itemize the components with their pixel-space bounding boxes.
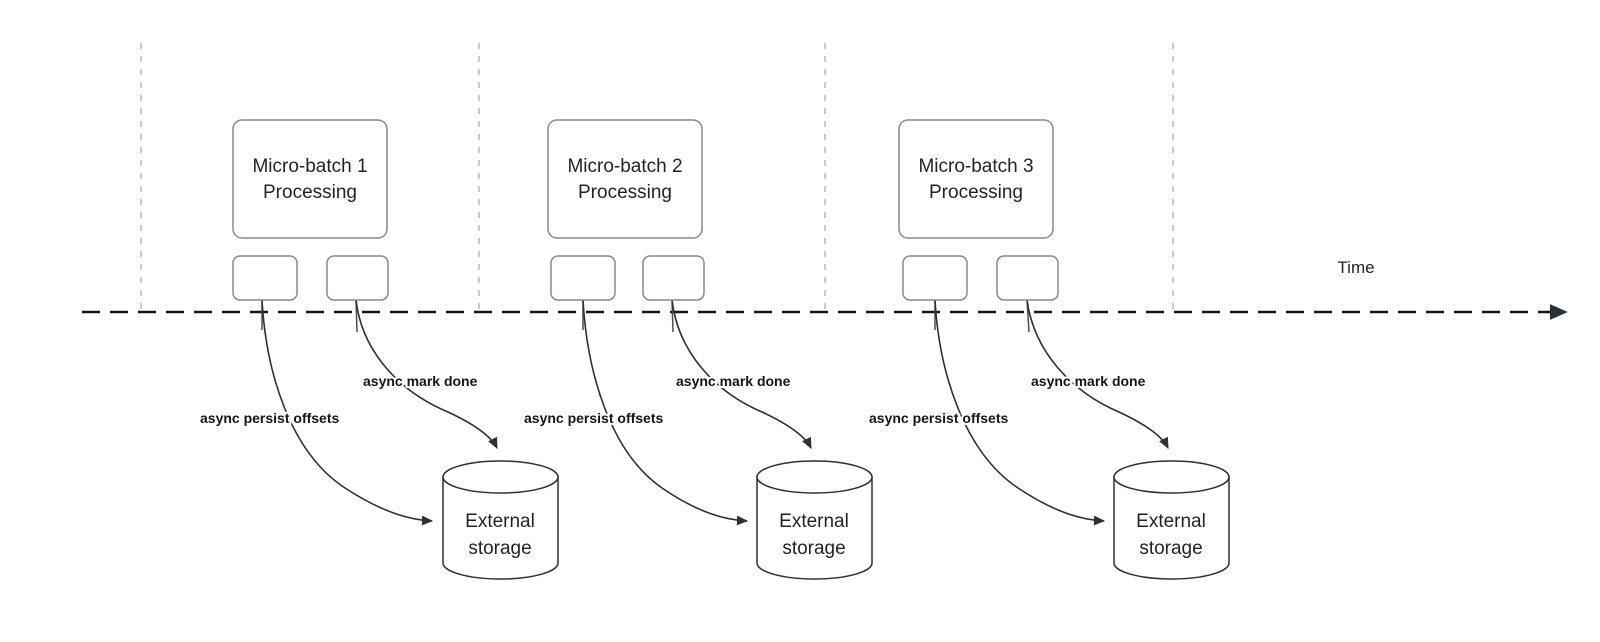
micro-batch-box-2-rect[interactable] <box>547 119 703 239</box>
task-box-3-left[interactable] <box>902 255 968 301</box>
edge-label-async-persist-offsets-2: async persist offsets <box>524 410 663 426</box>
external-storage-cylinder-3-body[interactable] <box>1113 476 1230 580</box>
external-storage-cylinder-3-top <box>1113 460 1230 494</box>
task-box-1-right[interactable] <box>326 255 389 301</box>
task-box-3-right[interactable] <box>996 255 1059 301</box>
edge-async-persist-offsets-3 <box>934 299 1106 526</box>
external-storage-cylinder-1-top <box>442 460 559 494</box>
micro-batch-box-1-rect[interactable] <box>232 119 388 239</box>
micro-batch-box-2-line2: Processing <box>578 182 672 203</box>
micro-batch-box-3-rect[interactable] <box>898 119 1054 239</box>
external-storage-cylinder-1-body[interactable] <box>442 476 559 580</box>
micro-batch-box-1[interactable]: Micro-batch 1 Processing <box>232 119 388 239</box>
external-storage-2-line1: External <box>779 511 849 532</box>
task-box-1-left[interactable] <box>232 255 298 301</box>
time-axis-label: Time <box>1337 258 1374 277</box>
micro-batch-box-2[interactable]: Micro-batch 2 Processing <box>547 119 703 239</box>
external-storage-cylinder-2[interactable]: External storage <box>756 460 873 580</box>
external-storage-1-line2: storage <box>468 538 531 559</box>
micro-batch-box-3-line1: Micro-batch 3 <box>918 156 1033 177</box>
group-1: Micro-batch 1 Processing External storag… <box>198 119 559 580</box>
edge-label-async-mark-done-3: async mark done <box>1031 373 1146 389</box>
task-box-2-left[interactable] <box>550 255 616 301</box>
edge-label-async-persist-offsets-1: async persist offsets <box>200 410 339 426</box>
micro-batch-box-2-line1: Micro-batch 2 <box>567 156 682 177</box>
external-storage-2-line2: storage <box>782 538 845 559</box>
group-3: Micro-batch 3 Processing External storag… <box>867 119 1230 580</box>
external-storage-cylinder-1[interactable]: External storage <box>442 460 559 580</box>
edge-async-persist-offsets-2 <box>582 299 749 526</box>
micro-batch-box-1-line1: Micro-batch 1 <box>252 156 367 177</box>
edge-label-async-persist-offsets-3: async persist offsets <box>869 410 1008 426</box>
edge-label-async-mark-done-1: async mark done <box>363 373 478 389</box>
task-box-2-right[interactable] <box>642 255 705 301</box>
micro-batch-box-3[interactable]: Micro-batch 3 Processing <box>898 119 1054 239</box>
edge-label-async-mark-done-2: async mark done <box>676 373 791 389</box>
group-2: Micro-batch 2 Processing External storag… <box>522 119 873 580</box>
edge-async-mark-done-1 <box>355 299 498 450</box>
micro-batch-box-1-line2: Processing <box>263 182 357 203</box>
time-axis: Time <box>82 258 1568 320</box>
external-storage-cylinder-3[interactable]: External storage <box>1113 460 1230 580</box>
external-storage-3-line1: External <box>1136 511 1206 532</box>
external-storage-cylinder-2-top <box>756 460 873 494</box>
external-storage-3-line2: storage <box>1139 538 1202 559</box>
edge-async-mark-done-3 <box>1026 299 1169 450</box>
edge-async-persist-offsets-1 <box>261 299 434 526</box>
external-storage-cylinder-2-body[interactable] <box>756 476 873 580</box>
external-storage-1-line1: External <box>465 511 535 532</box>
separator-lines <box>140 43 1174 312</box>
micro-batch-box-3-line2: Processing <box>929 182 1023 203</box>
edge-async-mark-done-2 <box>671 299 812 450</box>
